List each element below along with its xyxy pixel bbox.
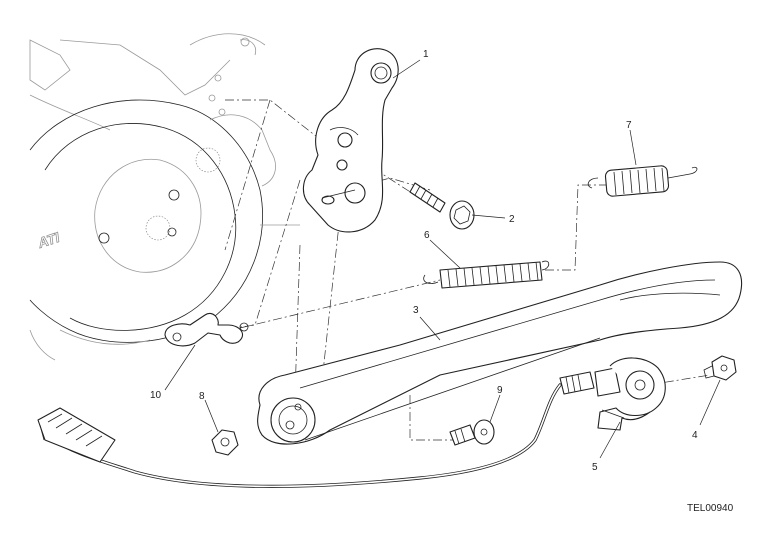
engine-crankcase: ATI <box>29 33 300 361</box>
callout-8: 8 <box>199 391 205 402</box>
callout-7: 7 <box>626 120 632 131</box>
callout-labels: 1 2 3 4 5 6 7 8 9 10 <box>150 49 698 473</box>
callout-5: 5 <box>592 462 598 473</box>
callout-3: 3 <box>413 305 419 316</box>
part-4-bolt <box>703 355 737 381</box>
part-6-spring-long <box>423 260 550 289</box>
callout-9: 9 <box>497 385 503 396</box>
callout-2: 2 <box>509 214 515 225</box>
callout-6: 6 <box>424 230 430 241</box>
part-8-nut <box>211 429 239 456</box>
part-9-pin <box>449 419 495 446</box>
leader-lines <box>164 59 721 459</box>
part-1-bracket <box>302 48 399 233</box>
wire-connector <box>37 407 116 463</box>
drawing-code: TEL00940 <box>687 503 734 514</box>
callout-10: 10 <box>150 390 162 401</box>
engine-logo-text: ATI <box>35 229 62 252</box>
part-5-sensor <box>43 357 666 488</box>
part-3-side-stand <box>257 261 743 445</box>
part-2-screw <box>409 182 475 230</box>
callout-1: 1 <box>423 49 429 60</box>
part-10-clip <box>164 312 249 347</box>
part-7-spring-short <box>587 165 698 197</box>
callout-4: 4 <box>692 430 698 441</box>
